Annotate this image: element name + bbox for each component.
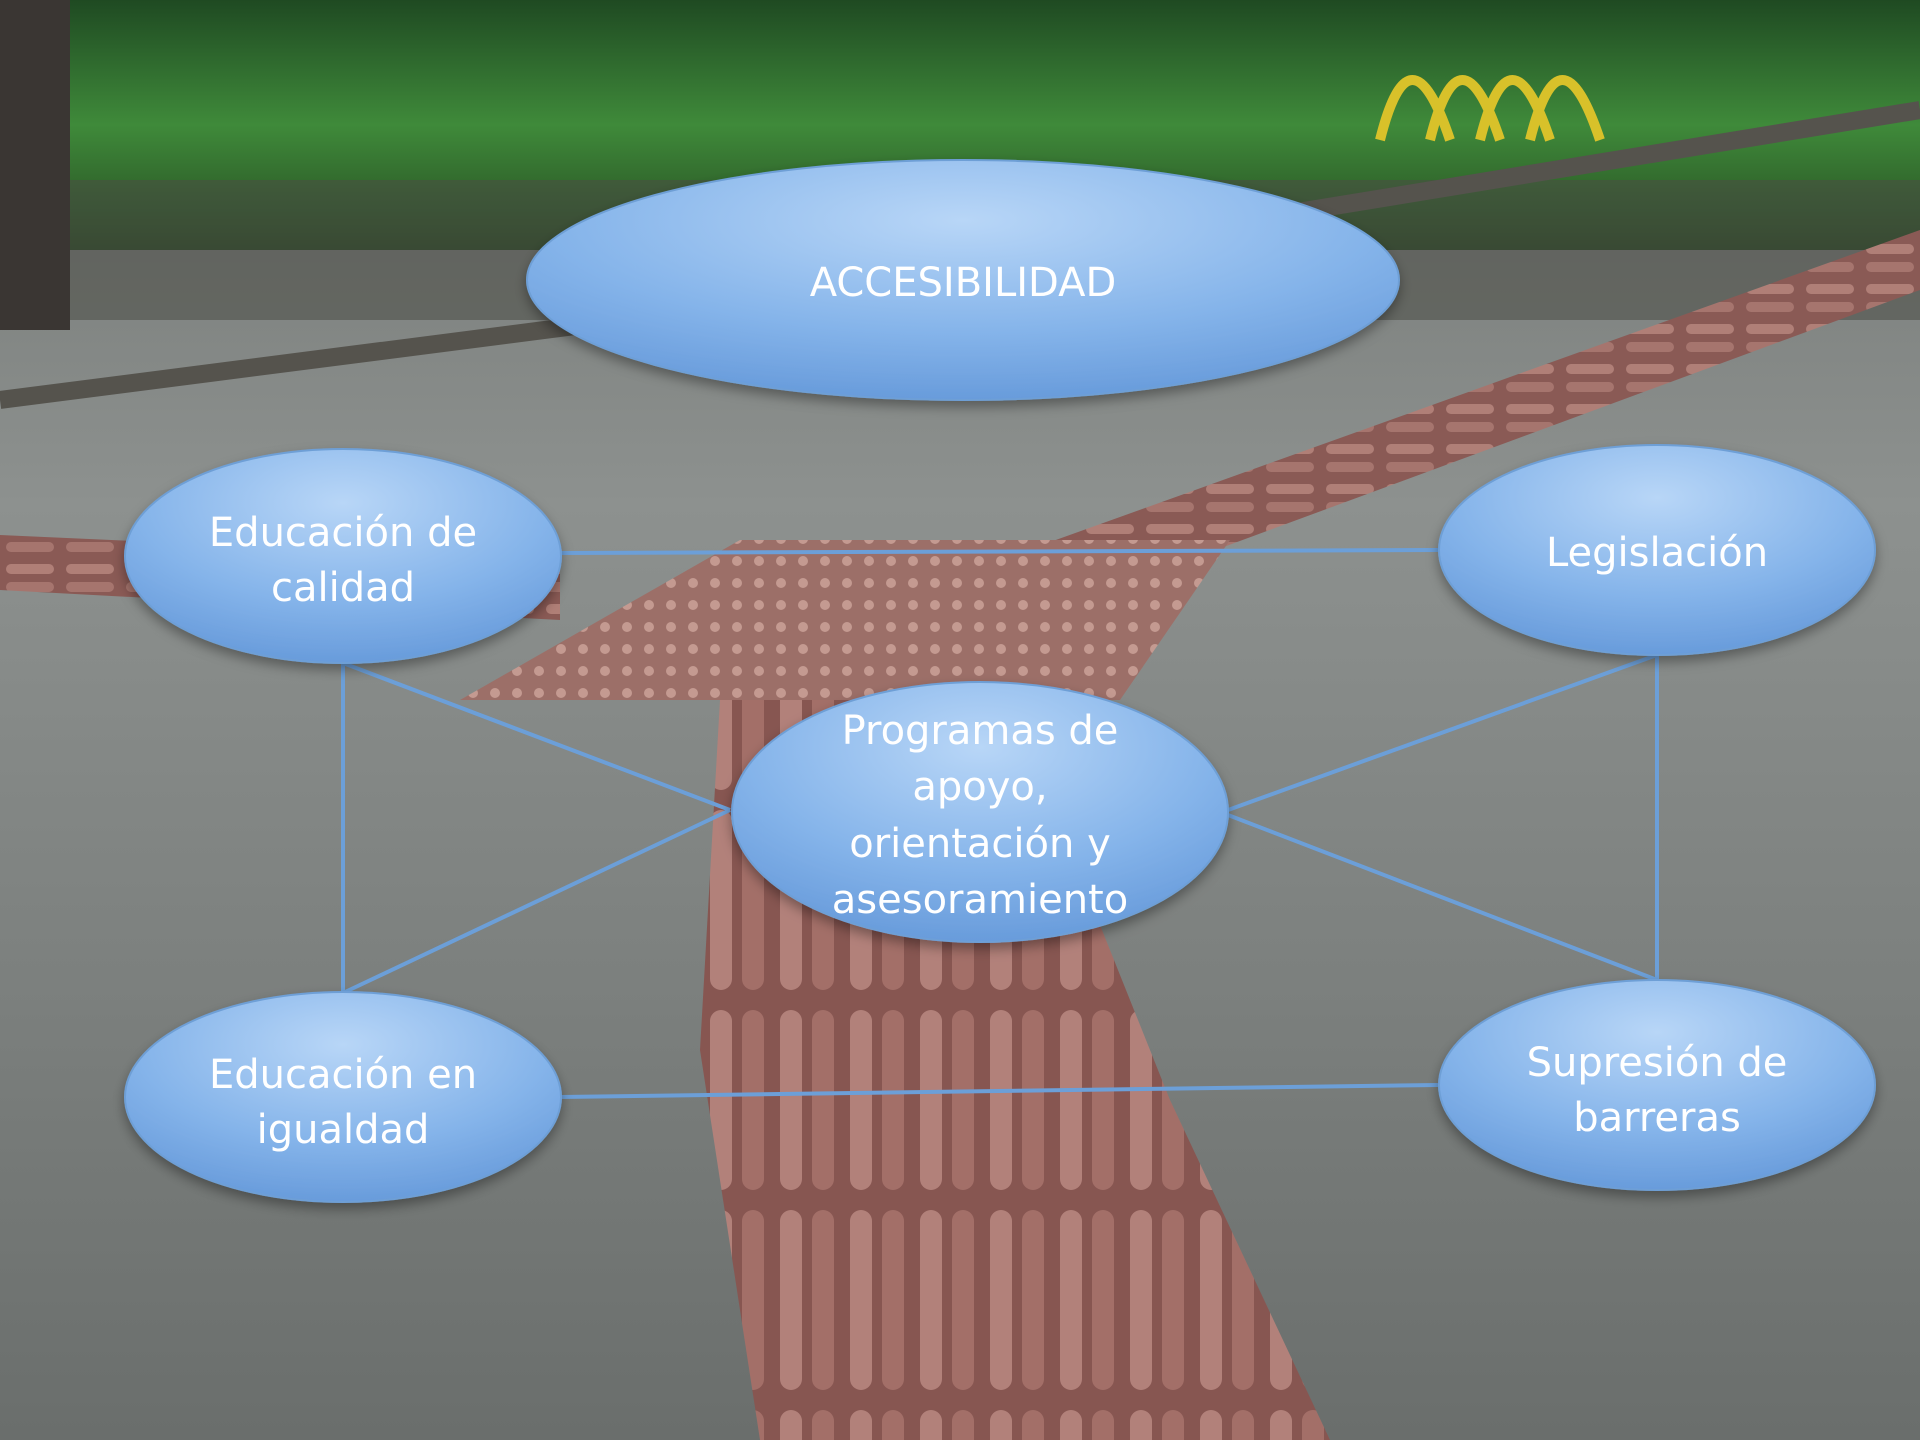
node-label-line: Supresión de	[1527, 1040, 1788, 1086]
node-programas-de-apoyo: Programas de apoyo, orientación y asesor…	[731, 681, 1229, 943]
node-educacion-de-calidad: Educación de calidad	[124, 448, 562, 664]
connector-calidad-programas	[342, 661, 731, 812]
node-label-line: barreras	[1573, 1095, 1741, 1141]
connector-igualdad-supresion	[559, 1083, 1439, 1099]
node-label-line: Educación de	[209, 510, 477, 556]
node-educacion-en-igualdad: Educación en igualdad	[124, 991, 562, 1203]
node-accesibilidad: ACCESIBILIDAD	[526, 159, 1400, 401]
node-supresion-de-barreras: Supresión de barreras	[1438, 979, 1876, 1191]
connector-programas-supresion	[1227, 813, 1658, 982]
connector-calidad-legislacion	[559, 548, 1439, 555]
connector-legislacion-programas	[1227, 653, 1658, 812]
node-label: Legislación	[1546, 530, 1768, 576]
node-label-line: asesoramiento	[832, 877, 1128, 923]
node-label-line: Programas de	[842, 708, 1119, 754]
node-label-line: calidad	[271, 565, 415, 611]
connector-igualdad-programas	[342, 808, 731, 995]
node-legislacion: Legislación	[1438, 444, 1876, 656]
node-label-line: igualdad	[257, 1107, 430, 1153]
node-label-line: orientación y	[849, 821, 1111, 867]
node-label: ACCESIBILIDAD	[810, 260, 1117, 306]
connectors	[341, 548, 1659, 1099]
node-label-line: apoyo,	[912, 764, 1047, 810]
node-label-line: Educación en	[209, 1052, 477, 1098]
